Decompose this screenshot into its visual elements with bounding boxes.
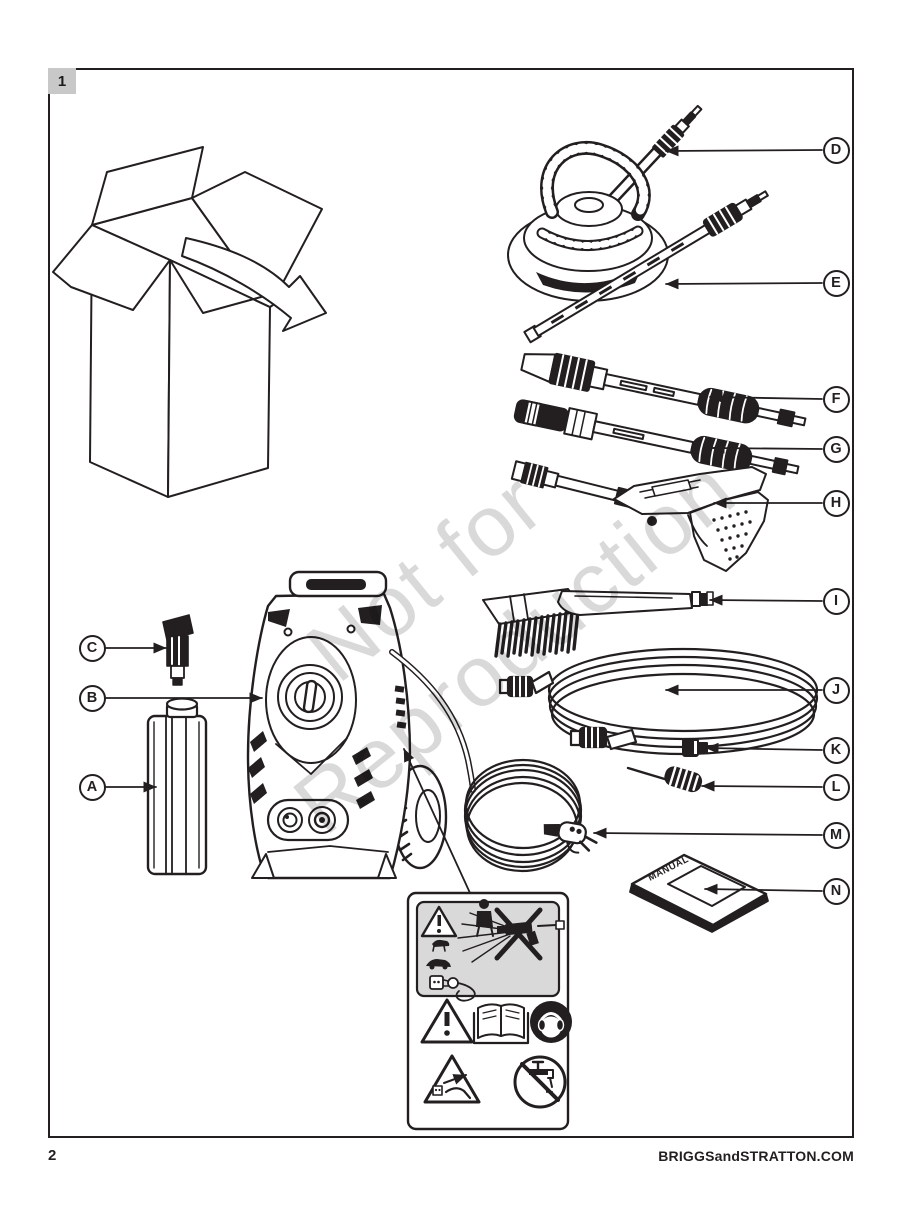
power-plug <box>543 821 598 854</box>
instruction-manual-part: MANUAL <box>629 853 769 933</box>
spray-hazard-pictogram <box>420 899 565 1002</box>
detergent-nozzle-part <box>162 614 194 686</box>
wash-brush-part <box>482 588 714 658</box>
page-number: 2 <box>48 1147 57 1164</box>
no-tap-water-icon <box>513 1055 567 1109</box>
kickback-warning-icon <box>423 1054 481 1104</box>
spray-gun-part <box>510 460 769 572</box>
callout-d: D <box>822 136 850 164</box>
callout-l: L <box>822 773 850 801</box>
extension-lance-part <box>523 190 769 344</box>
nozzle-fitting-part <box>682 738 708 757</box>
website-url: BRIGGSandSTRATTON.COM <box>658 1148 854 1164</box>
pressure-hose-part <box>498 647 819 756</box>
callout-n: N <box>822 877 850 905</box>
pressure-washer-unit <box>246 570 412 880</box>
ear-protection-icon <box>530 1001 572 1043</box>
callout-a: A <box>78 773 106 801</box>
surface-cleaner-part <box>507 104 703 302</box>
callout-leader-lines <box>105 145 823 895</box>
callout-g: G <box>822 435 850 463</box>
callout-i: I <box>822 587 850 615</box>
callout-m: M <box>822 821 850 849</box>
cleaning-needle-part <box>626 766 703 793</box>
callout-c: C <box>78 634 106 662</box>
adjustable-lance-part <box>513 399 800 476</box>
callout-e: E <box>822 269 850 297</box>
detergent-tank-part <box>146 697 208 876</box>
callout-f: F <box>822 385 850 413</box>
warning-triangle-icon <box>420 998 474 1044</box>
shipping-box-illustration <box>52 146 327 498</box>
warning-decal-panel <box>406 891 572 1131</box>
unpack-arrow <box>181 237 327 332</box>
callout-b: B <box>78 684 106 712</box>
callout-j: J <box>822 676 850 704</box>
power-cord-part <box>389 649 598 873</box>
figure-number-badge: 1 <box>48 68 76 94</box>
callout-k: K <box>822 736 850 764</box>
read-manual-icon <box>472 1003 530 1045</box>
callout-h: H <box>822 489 850 517</box>
